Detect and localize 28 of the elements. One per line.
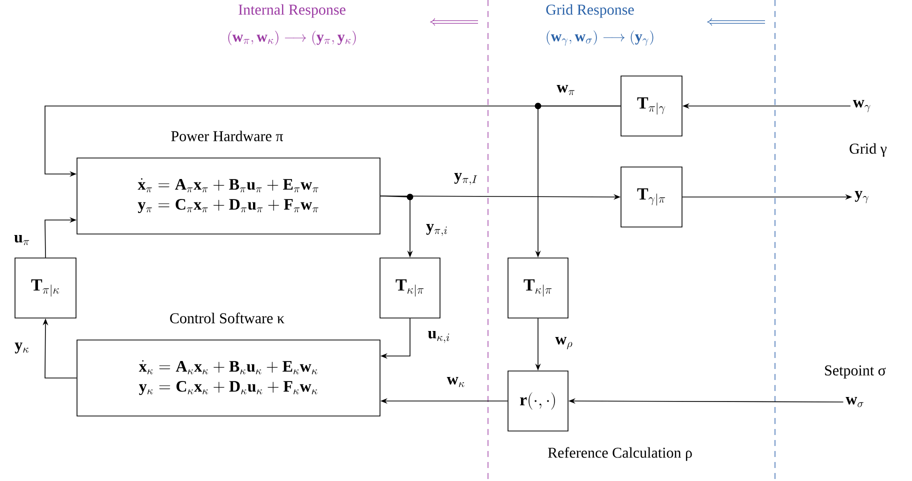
edge-label: $\mathbf{u}_{\kappa,i}$ bbox=[428, 330, 450, 343]
signal-label: $\mathbf{y}_\gamma$ bbox=[854, 190, 869, 204]
block-box: $\mathbf{T}_{\pi|\gamma}$ bbox=[620, 76, 682, 136]
signal-label: $\mathbf{w}_\sigma$ bbox=[846, 397, 864, 408]
edge-label: $\mathbf{w}_\rho$ bbox=[555, 336, 572, 350]
edge-label: $\mathbf{y}_{\pi,i}$ bbox=[426, 224, 447, 236]
signal-label: $\mathbf{w}_\gamma$ bbox=[852, 100, 870, 112]
box-heading: Control Software κ bbox=[170, 312, 284, 324]
heading-text: $(\mathbf{w}_\pi, \mathbf{w}_\kappa) \longrightarrow (\mathbf{y}_\pi, \mathbf{y}_\kappa)$ bbox=[228, 30, 356, 46]
heading-text: $(\mathbf{w}_\gamma, \mathbf{w}_\sigma) \longrightarrow (\mathbf{y}_\gamma)$ bbox=[546, 30, 654, 46]
equation-box: $\dot{\mathbf{x}}_\kappa = \mathbf{A}_\kappa \mathbf{x}_\kappa + \mathbf{B}_\kappa \mathbf{u}_\kappa + \mathbf{E}_\kappa \mathbf{w}_\kappa$ $\mathbf{y}_\kappa = \mathbf{C}_\kappa \mathbf{x}_\kappa + \mathbf{D}_\kappa \mathbf{u}_\kappa + \mathbf{F}_\kappa \mathbf{w}_\kappa$ bbox=[76, 340, 380, 416]
region-label: Reference Calculation ρ bbox=[548, 447, 692, 461]
block-box: $\mathbf{T}_{\gamma|\pi}$ bbox=[620, 166, 682, 228]
block-box: $\mathbf{T}_{\pi|\kappa}$ bbox=[14, 258, 76, 318]
heading-text: Internal Response bbox=[238, 4, 346, 18]
block-box: $\mathbf{T}_{\kappa|\pi}$ bbox=[380, 258, 440, 318]
region-label: Setpoint σ bbox=[825, 365, 886, 379]
equation-box: $\dot{\mathbf{x}}_\pi = \mathbf{A}_\pi \mathbf{x}_\pi + \mathbf{B}_\pi \mathbf{u}_\pi + \mathbf{E}_\pi \mathbf{w}_\pi$ $\mathbf{y}_\pi = \mathbf{C}_\pi \mathbf{x}_\pi + \mathbf{D}_\pi \mathbf{u}_\pi + \mathbf{F}_\pi \mathbf{w}_\pi$ bbox=[76, 158, 380, 234]
heading-text: Grid Response bbox=[546, 4, 634, 18]
edge-label: $\mathbf{y}_{\pi,I}$ bbox=[454, 172, 478, 185]
edge-label: $\mathbf{w}_\kappa$ bbox=[446, 377, 464, 388]
block-box: $\mathbf{T}_{\kappa|\pi}$ bbox=[508, 258, 568, 318]
region-label: Grid γ bbox=[850, 143, 887, 157]
edge-label: $\mathbf{u}_\pi$ bbox=[14, 235, 30, 246]
edge-label: $\mathbf{y}_\kappa$ bbox=[14, 342, 29, 354]
edge-label: $\mathbf{w}_\pi$ bbox=[556, 85, 574, 96]
block-box: $\mathbf{r}(\cdot,\cdot)$ bbox=[508, 370, 568, 432]
box-heading: Power Hardware π bbox=[171, 130, 284, 142]
